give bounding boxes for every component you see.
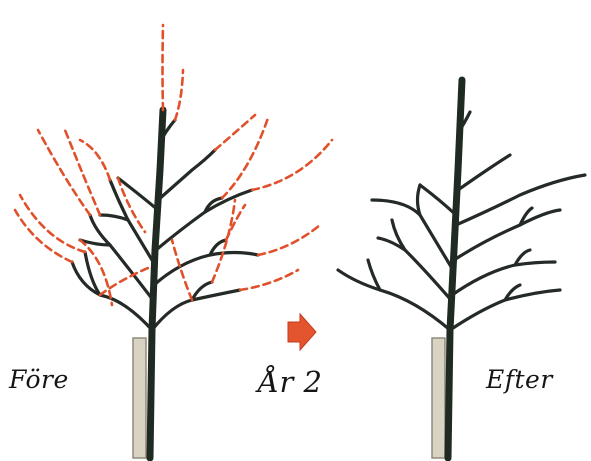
right-arrow-icon xyxy=(287,312,317,352)
year-label: År 2 xyxy=(258,365,323,399)
tree-after xyxy=(336,76,587,461)
support-stake-after xyxy=(431,337,446,459)
support-stake-before xyxy=(132,337,147,459)
pruning-cut-marks xyxy=(13,23,334,307)
after-label: Efter xyxy=(486,365,553,394)
trunk-after xyxy=(444,76,466,461)
before-label: Före xyxy=(9,365,69,394)
tree-before xyxy=(13,23,334,461)
branches-after xyxy=(336,110,587,332)
